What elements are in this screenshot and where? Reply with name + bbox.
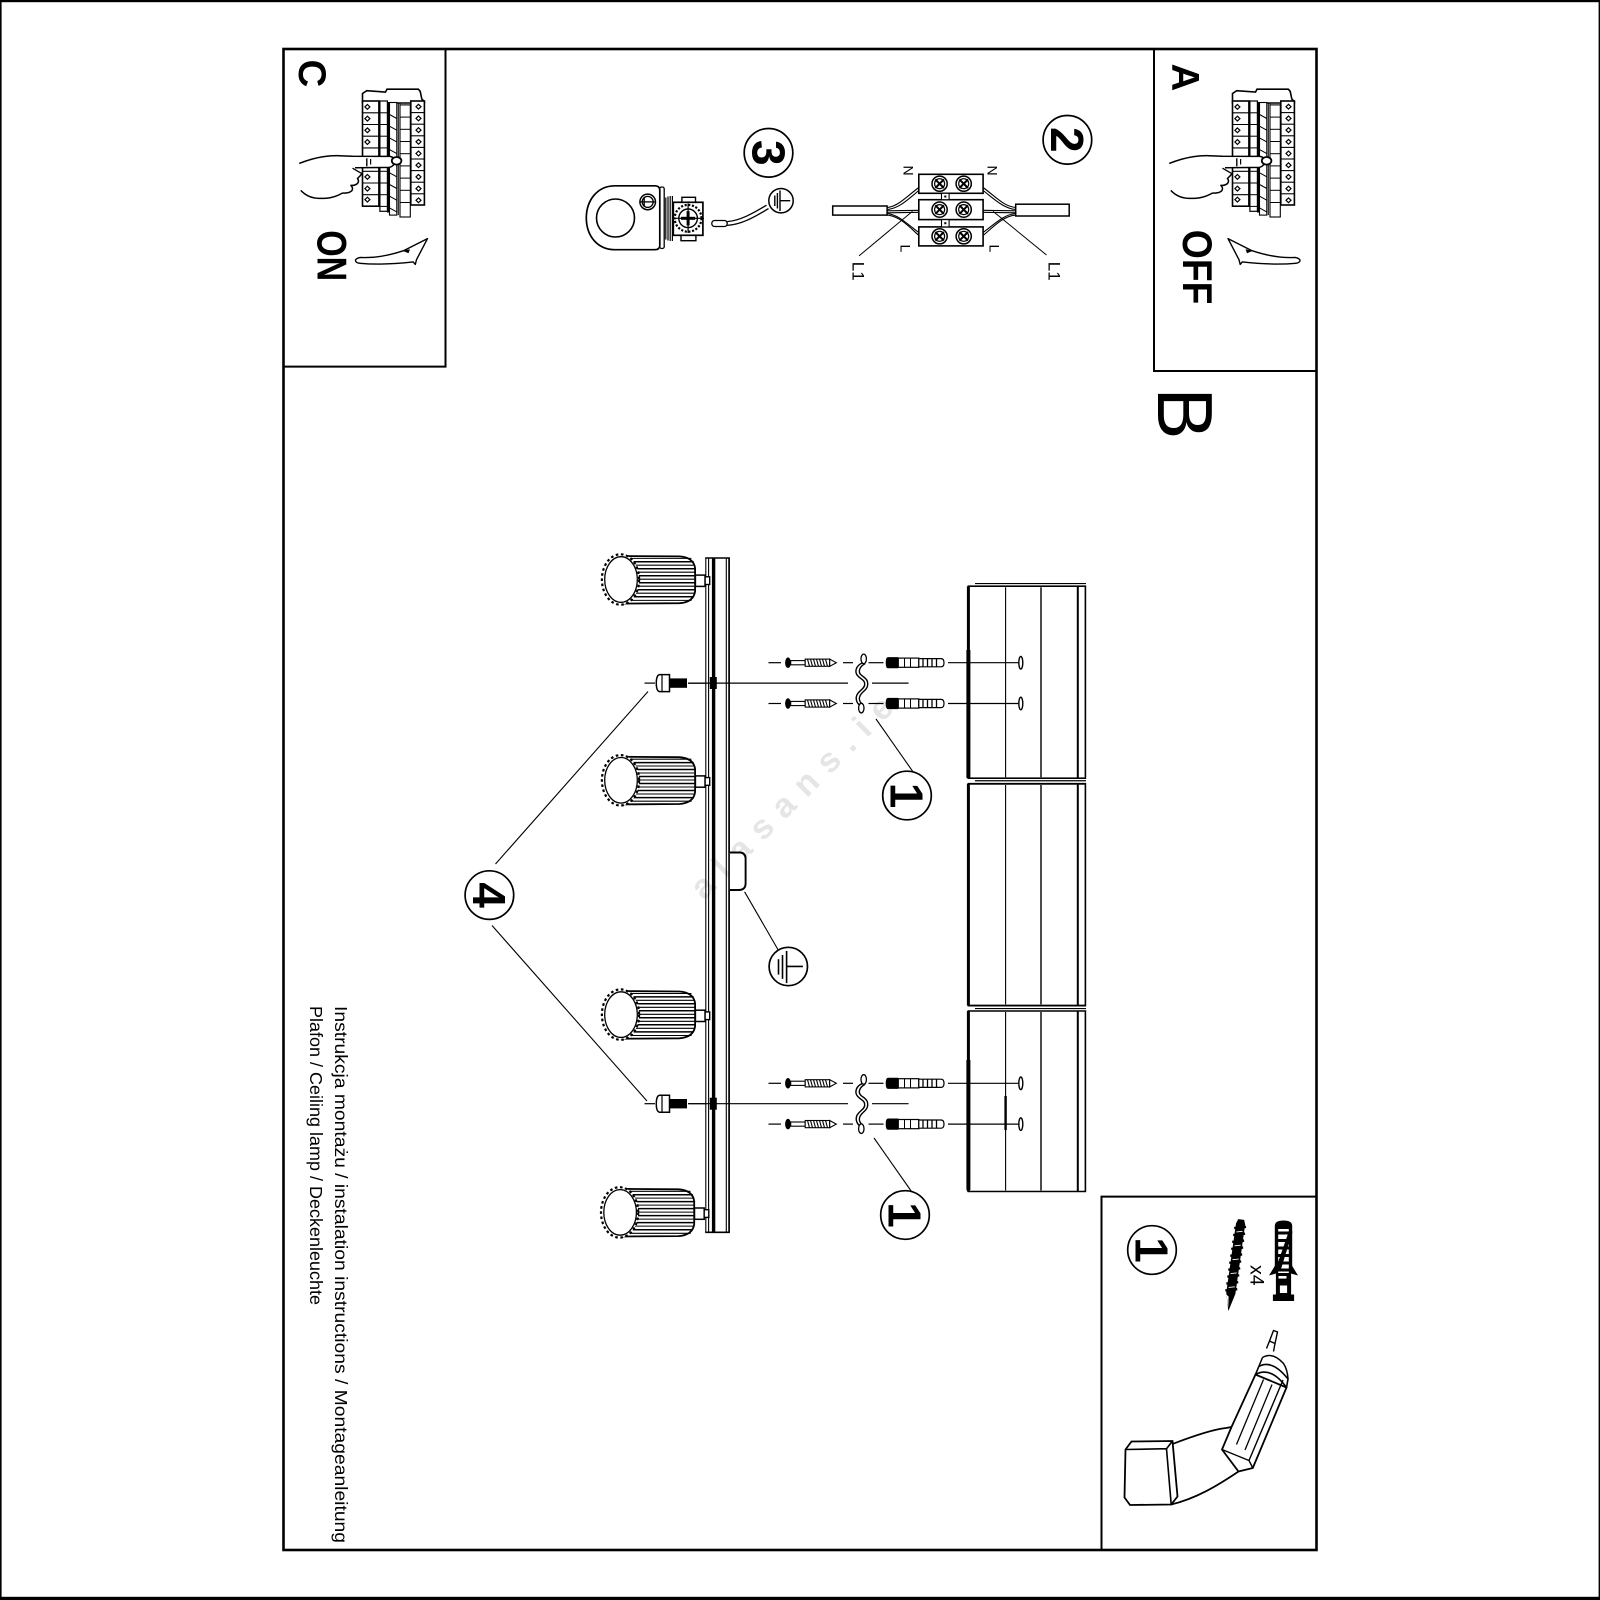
svg-text:Instrukcja montażu / instalati: Instrukcja montażu / instalation instruc… bbox=[331, 1006, 351, 1543]
svg-text:L: L bbox=[987, 245, 1003, 253]
svg-text:C: C bbox=[290, 60, 333, 88]
svg-text:OFF: OFF bbox=[1174, 230, 1221, 305]
svg-text:N: N bbox=[985, 166, 1001, 176]
svg-text:B: B bbox=[1141, 388, 1229, 440]
svg-text:ON: ON bbox=[309, 230, 356, 281]
svg-text:alasans.ie: alasans.ie bbox=[683, 680, 910, 907]
svg-text:x4: x4 bbox=[1246, 1265, 1268, 1286]
svg-text:2: 2 bbox=[1041, 127, 1093, 153]
svg-text:4: 4 bbox=[463, 882, 515, 908]
svg-text:L1: L1 bbox=[849, 262, 868, 281]
svg-text:L: L bbox=[898, 245, 914, 253]
svg-text:N: N bbox=[901, 166, 917, 176]
svg-text:3: 3 bbox=[742, 140, 794, 166]
svg-text:1: 1 bbox=[1126, 1237, 1178, 1263]
svg-text:A: A bbox=[1163, 64, 1206, 92]
svg-text:Plafon / Ceiling lamp / Decken: Plafon / Ceiling lamp / Deckenleuchte bbox=[306, 1006, 326, 1305]
svg-text:1: 1 bbox=[881, 783, 933, 809]
svg-text:L1: L1 bbox=[1044, 262, 1063, 281]
svg-text:1: 1 bbox=[879, 1202, 931, 1228]
